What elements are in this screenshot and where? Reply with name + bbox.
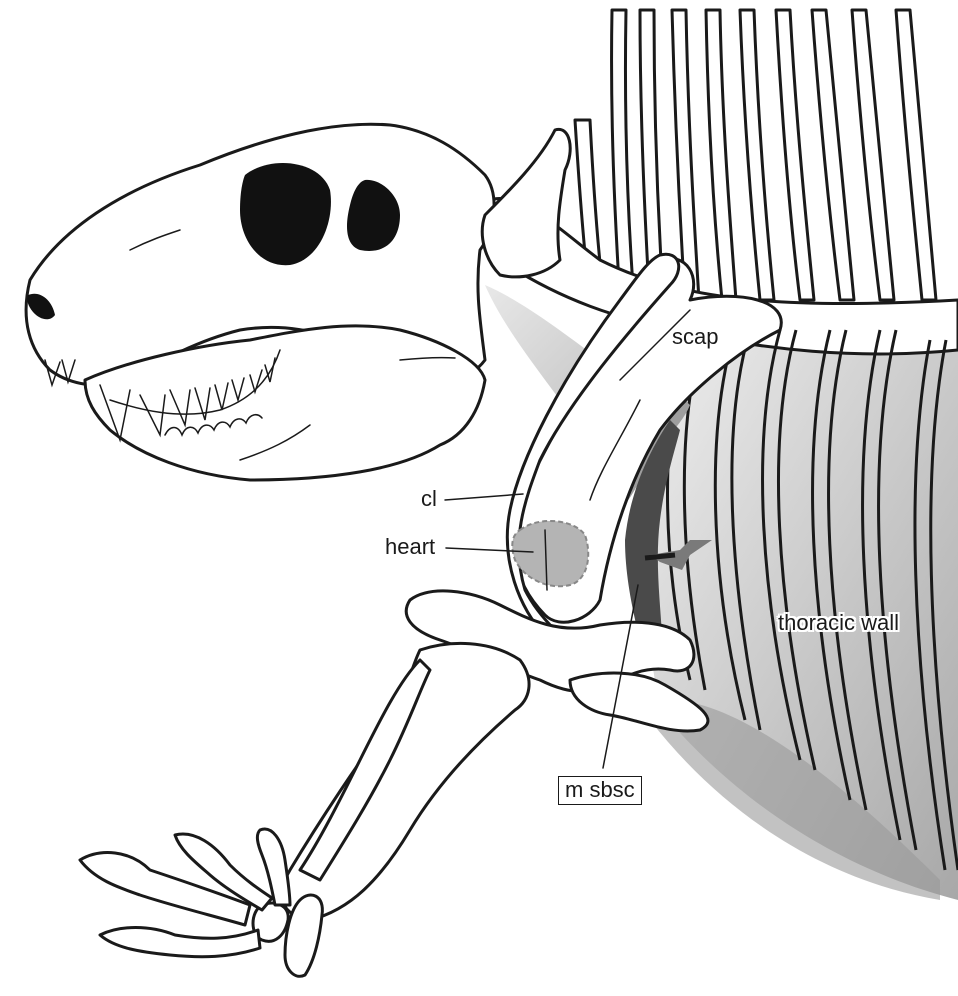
cl-leader — [444, 493, 524, 501]
temporal-fenestra — [347, 179, 400, 251]
label-scap: scap — [672, 324, 719, 349]
lower-jaw — [83, 324, 487, 482]
label-cl: cl — [421, 486, 437, 511]
lower-thoracic-shade — [650, 699, 940, 900]
coracoid — [568, 671, 710, 733]
heart-leader — [445, 547, 534, 553]
label-heart: heart — [385, 534, 436, 559]
subscapularis — [625, 420, 680, 645]
cervical-vertebrae — [480, 127, 572, 279]
arrow-icon — [650, 540, 712, 570]
clavicle — [505, 252, 681, 637]
radius-ulna — [298, 658, 432, 882]
neural-spines — [573, 8, 938, 312]
m-sbsc-leader — [602, 584, 639, 769]
label-m-sbsc: m sbsc — [558, 776, 642, 805]
label-thoracic-wall: thoracic wall — [778, 610, 900, 635]
manus — [78, 827, 324, 978]
skull — [24, 122, 496, 482]
orbit — [240, 163, 331, 266]
naris — [27, 293, 55, 320]
teeth — [44, 357, 276, 443]
